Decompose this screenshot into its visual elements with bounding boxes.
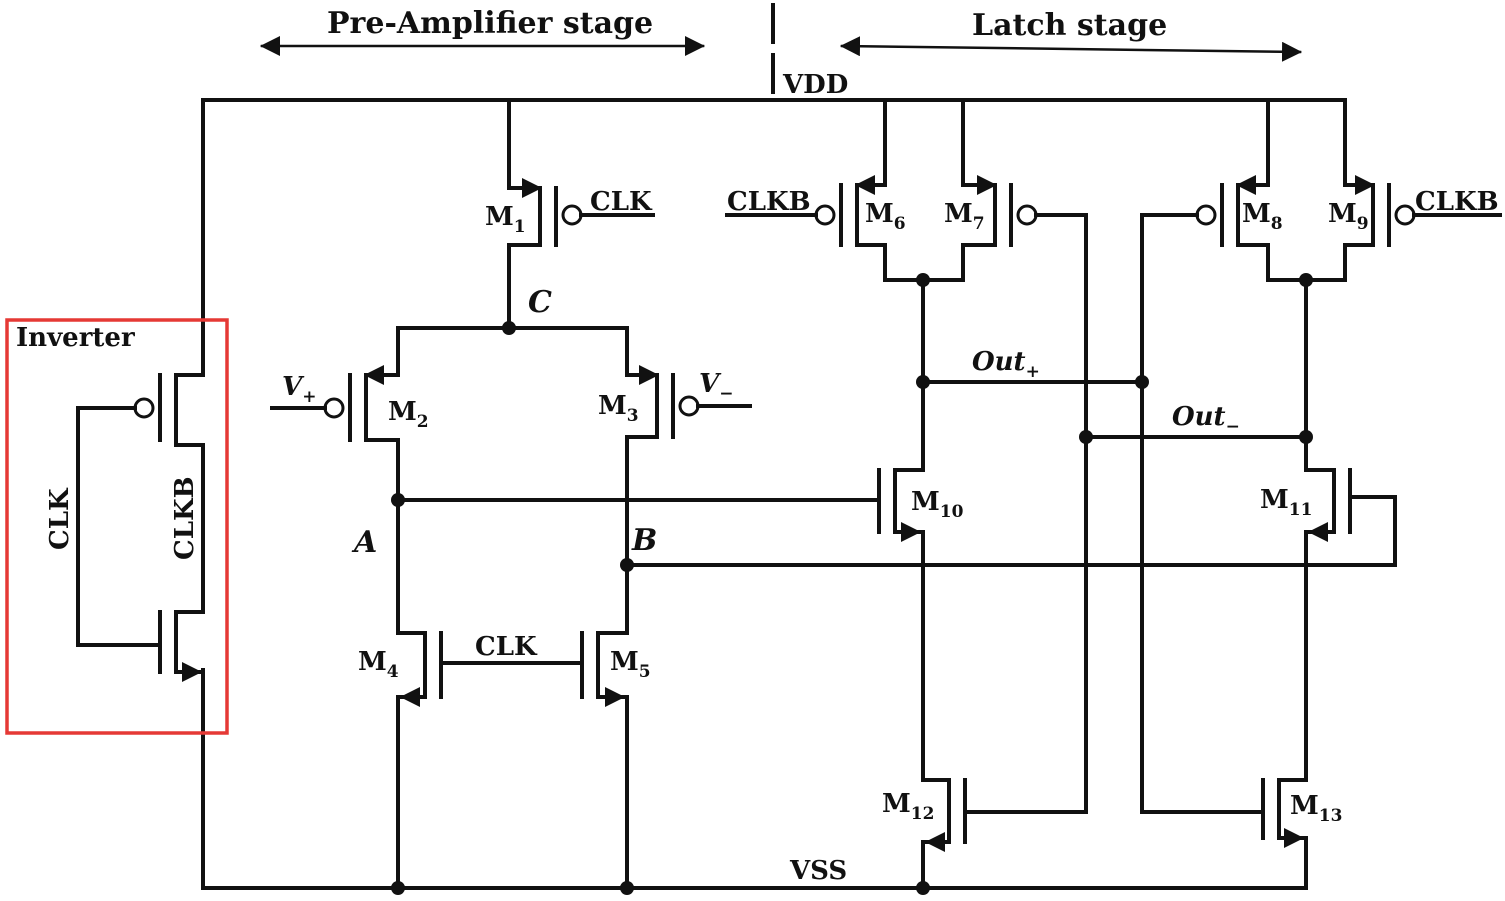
vss-dot-m4 bbox=[391, 881, 405, 895]
m4-label: M4 bbox=[358, 647, 399, 682]
inverter-box bbox=[5, 318, 229, 735]
out-minus-dot-left bbox=[1079, 430, 1093, 444]
m13-label: M13 bbox=[1290, 791, 1342, 826]
m12-label: M12 bbox=[882, 789, 934, 824]
m1-transistor bbox=[507, 98, 655, 330]
m3-label: M3 bbox=[598, 391, 639, 426]
v-minus-label: V− bbox=[699, 369, 733, 404]
node-c-wire bbox=[396, 326, 629, 377]
latch-label: Latch stage bbox=[972, 8, 1167, 43]
clk-m1-label: CLK bbox=[590, 187, 653, 217]
m8-transistor bbox=[1140, 98, 1270, 814]
inverter-title: Inverter bbox=[16, 323, 135, 353]
node-a-dot bbox=[391, 493, 405, 507]
m11-label: M11 bbox=[1260, 485, 1312, 520]
m2-transistor bbox=[270, 365, 400, 442]
m7-label: M7 bbox=[944, 199, 985, 234]
inverter-circuit bbox=[76, 373, 205, 682]
m6-label: M6 bbox=[865, 199, 906, 234]
m8-label: M8 bbox=[1242, 199, 1283, 234]
m3-transistor bbox=[625, 365, 752, 439]
pre-amplifier-label: Pre-Amplifier stage bbox=[327, 6, 653, 41]
out-plus-label: Out+ bbox=[972, 347, 1040, 382]
clk-m4-m5-label: CLK bbox=[475, 632, 538, 662]
vss-label: VSS bbox=[789, 856, 847, 886]
m10-label: M10 bbox=[911, 487, 964, 522]
m5-label: M5 bbox=[610, 647, 651, 682]
latch-arrow bbox=[840, 36, 1302, 62]
vdd-label: VDD bbox=[782, 70, 848, 100]
out-plus-dot-right bbox=[1135, 375, 1149, 389]
clkb-m9-label: CLKB bbox=[1415, 187, 1499, 217]
vss-dot-m5 bbox=[620, 881, 634, 895]
out-minus-label: Out− bbox=[1172, 402, 1240, 437]
node-b-dot bbox=[620, 558, 634, 572]
vss-dot-m12 bbox=[916, 881, 930, 895]
node-c-dot bbox=[502, 321, 516, 335]
m7-transistor bbox=[961, 98, 1088, 814]
m13-transistor bbox=[1261, 778, 1308, 848]
m4-transistor bbox=[396, 631, 443, 890]
m2-label: M2 bbox=[388, 397, 429, 432]
node-b-label: B bbox=[631, 523, 657, 558]
vss-rail bbox=[201, 668, 1308, 890]
clkb-m6-label: CLKB bbox=[727, 187, 811, 217]
node-a-label: A bbox=[351, 525, 377, 560]
m9-transistor bbox=[1343, 175, 1502, 282]
vdd-rail bbox=[201, 98, 1347, 377]
node-c-label: C bbox=[528, 285, 552, 320]
m1-label: M1 bbox=[485, 202, 526, 237]
out-plus-dot-left bbox=[916, 375, 930, 389]
inverter-clk-label: CLK bbox=[45, 487, 75, 550]
junction-dots bbox=[391, 273, 1313, 895]
m6-transistor bbox=[725, 98, 887, 282]
m11-transistor bbox=[625, 468, 1397, 782]
m10-transistor bbox=[396, 468, 925, 782]
m12-transistor bbox=[921, 778, 967, 890]
out-minus-dot-right bbox=[1299, 430, 1313, 444]
m8-m9-dot bbox=[1299, 273, 1313, 287]
m6-m7-dot bbox=[916, 273, 930, 287]
v-plus-label: V+ bbox=[282, 372, 316, 407]
inverter-clkb-label: CLKB bbox=[170, 476, 200, 560]
m9-label: M9 bbox=[1328, 199, 1369, 234]
